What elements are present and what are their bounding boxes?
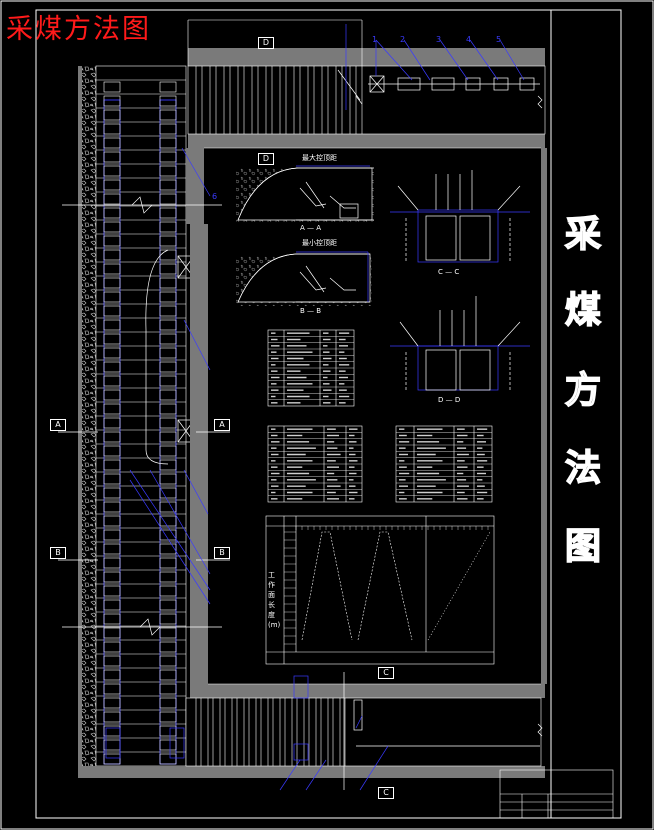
inset-caption-dd: D — D (438, 396, 461, 404)
lower-belt-conveyor (105, 672, 543, 790)
inset-caption-bb: B — B (300, 307, 322, 315)
lower-callout-leaders (279, 715, 389, 791)
drawing-title-red: 采煤方法图 (6, 14, 151, 45)
callout-r1: 1 (372, 35, 378, 44)
goaf-rock-lower (80, 690, 100, 772)
section-marker-a-right: A (214, 419, 230, 431)
section-cut-lines (58, 196, 230, 636)
inset-section-dd (390, 296, 530, 392)
lower-roadway (78, 697, 545, 778)
upper-roadway (187, 19, 546, 148)
inset-section-aa (236, 165, 374, 222)
section-marker-a-left: A (50, 419, 66, 431)
vertical-title-char-1: 采 (564, 213, 602, 255)
upper-belt-conveyor (337, 69, 543, 109)
callout-r4: 4 (466, 35, 472, 44)
callout-r6: 6 (212, 192, 218, 201)
section-marker-c-bottom: C (378, 787, 394, 799)
lower-roadway-supports (195, 698, 346, 766)
callout-r3: 3 (436, 35, 442, 44)
inset-caption-cc: C — C (438, 268, 460, 276)
vertical-title-char-3: 方 (564, 369, 602, 411)
face-callout-leaders (129, 147, 211, 605)
top-callout-leaders (345, 24, 525, 110)
coal-rib (186, 147, 547, 698)
section-marker-b-left: B (50, 547, 66, 559)
callout-r5: 5 (496, 35, 502, 44)
inset-section-bb (236, 251, 372, 306)
callout-r2: 2 (400, 35, 406, 44)
title-block (499, 769, 614, 819)
vertical-title-char-4: 法 (564, 447, 602, 489)
section-marker-c-lower: C (378, 667, 394, 679)
upper-roadway-supports (195, 66, 357, 134)
vertical-title-char-2: 煤 (564, 289, 602, 331)
drawing-inner-frame (35, 9, 622, 819)
inset-caption-aa: A — A (300, 224, 322, 232)
data-tables (267, 329, 493, 503)
inset-caption-min-control: 最小控顶距 (302, 239, 337, 247)
section-marker-d-top: D (258, 37, 274, 49)
section-marker-d-upper: D (258, 153, 274, 165)
goaf-rock-strip (80, 66, 96, 772)
cycle-operation-chart (265, 515, 495, 665)
section-marker-b-right: B (214, 547, 230, 559)
inset-caption-max-control: 最大控顶距 (302, 154, 337, 162)
cycle-chart-grid (284, 526, 489, 645)
vertical-title-char-5: 图 (564, 525, 602, 567)
inset-section-cc (390, 170, 530, 263)
chart-y-axis-label: 工作面长度(m) (268, 571, 281, 629)
hydraulic-supports (96, 79, 186, 765)
left-grey-band (78, 66, 82, 772)
